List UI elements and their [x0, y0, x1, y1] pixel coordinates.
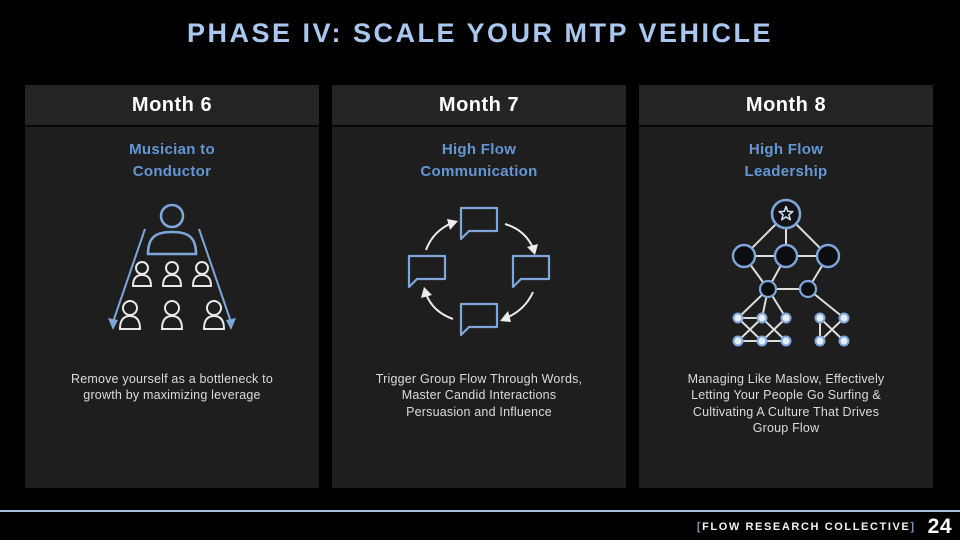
card-month-6: Month 6 Musician to Conductor [25, 85, 319, 488]
footer-brand: [FLOW RESEARCH COLLECTIVE] [697, 521, 916, 533]
card-month-7-subtitle: High Flow Communication [420, 141, 538, 180]
page-number: 24 [927, 515, 952, 538]
card-month-8-subtitle: High Flow Leadership [744, 141, 828, 180]
communication-cycle-icon [407, 206, 551, 337]
card-month-7-icon-wrap [332, 189, 626, 357]
slide-title: PHASE IV: SCALE YOUR MTP VEHICLE [186, 18, 774, 48]
footer-bracket-right: ] [910, 521, 916, 533]
leadership-network-icon [731, 198, 850, 347]
footer-brand-text: FLOW RESEARCH COLLECTIVE [702, 521, 911, 533]
card-month-6-description: Remove yourself as a bottleneck to growt… [70, 372, 274, 403]
card-month-8-header: Month 8 [639, 85, 933, 127]
card-month-7: Month 7 High Flow Communication [332, 85, 626, 488]
card-month-7-header: Month 7 [332, 85, 626, 127]
star-icon [778, 205, 794, 221]
card-month-8: Month 8 High Flow Leadership [639, 85, 933, 488]
card-month-6-icon-wrap [25, 189, 319, 357]
card-month-8-description: Managing Like Maslow, Effectively Lettin… [687, 372, 885, 435]
conductor-delegation-icon [108, 203, 236, 330]
card-month-6-subtitle: Musician to Conductor [129, 141, 215, 180]
card-month-8-icon-wrap [639, 189, 933, 357]
footer: [FLOW RESEARCH COLLECTIVE] 24 [0, 514, 952, 540]
footer-bracket-left: [ [696, 521, 703, 533]
card-month-7-description: Trigger Group Flow Through Words, Master… [375, 372, 583, 419]
card-month-6-header: Month 6 [25, 85, 319, 127]
footer-divider-line [0, 510, 960, 512]
